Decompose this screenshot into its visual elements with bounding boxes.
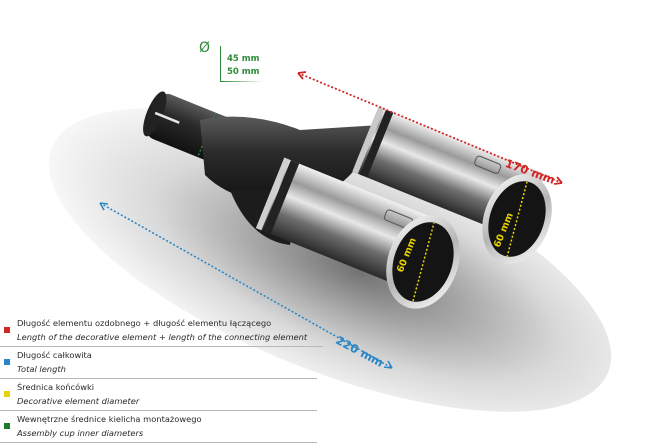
- legend: Długość elementu ozdobnego + długość ele…: [0, 316, 330, 444]
- green-swatch-icon: [4, 423, 10, 429]
- legend-item-tip-diameter: Średnica końcówki Decorative element dia…: [0, 380, 317, 411]
- legend-label-en: Assembly cup inner diameters: [17, 428, 144, 438]
- red-swatch-icon: [4, 327, 10, 333]
- assembly-cup-diameter-2: 50 mm: [227, 67, 260, 77]
- yellow-swatch-icon: [4, 391, 10, 397]
- legend-item-length-decorative-connecting: Długość elementu ozdobnego + długość ele…: [0, 316, 323, 347]
- assembly-cup-diameter-callout: 45 mm 50 mm: [220, 46, 269, 82]
- blue-swatch-icon: [4, 359, 10, 365]
- diameter-symbol-icon: Ø: [199, 40, 211, 56]
- legend-label-pl: Długość elementu ozdobnego + długość ele…: [17, 318, 272, 328]
- legend-label-pl: Wewnętrzne średnice kielicha montażowego: [17, 414, 202, 424]
- legend-label-en: Length of the decorative element + lengt…: [17, 332, 308, 342]
- legend-label-pl: Średnica końcówki: [17, 382, 95, 392]
- legend-label-en: Decorative element diameter: [17, 396, 140, 406]
- legend-label-en: Total length: [17, 364, 66, 374]
- legend-item-assembly-cup-diameter: Wewnętrzne średnice kielicha montażowego…: [0, 412, 317, 443]
- legend-item-total-length: Długość całkowita Total length: [0, 348, 317, 379]
- legend-label-pl: Długość całkowita: [17, 350, 92, 360]
- assembly-cup-diameter-1: 45 mm: [227, 54, 260, 64]
